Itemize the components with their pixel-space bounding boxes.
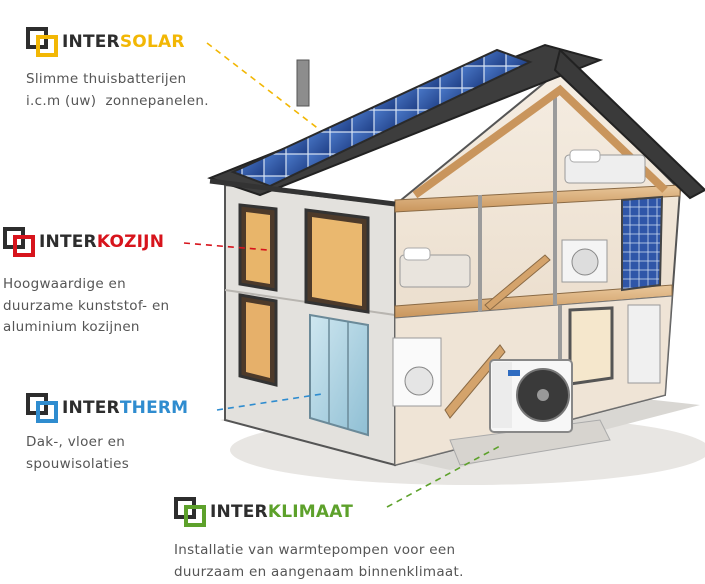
bed-icon xyxy=(399,254,471,288)
desc-line: Hoogwaardige en xyxy=(3,276,126,292)
interklimaat-logo-icon xyxy=(174,497,206,527)
insulated-glass-panel xyxy=(309,313,369,437)
intersolar-logo-icon xyxy=(26,27,58,57)
brand-word-inter: INTER xyxy=(210,502,268,522)
desc-line: Dak-, vloer en xyxy=(26,434,126,450)
connector-solar xyxy=(206,42,321,131)
wall-solar-panel xyxy=(621,195,664,292)
interkozijn-logo-icon xyxy=(3,227,35,257)
brand-word-klimaat: KLIMAAT xyxy=(267,502,354,522)
desc-line: spouwisolaties xyxy=(26,455,130,472)
brand-word-therm: THERM xyxy=(119,398,189,418)
chimney xyxy=(296,59,310,107)
connector-kozijn xyxy=(183,242,269,251)
intertherm-description: Dak-, vloer en spouwisolaties xyxy=(26,432,129,475)
connector-therm xyxy=(216,393,323,411)
desc-line: duurzaam en aangenaam binnenklimaat. xyxy=(174,563,464,580)
intertherm-logo-icon xyxy=(26,393,58,423)
brand-word-inter: INTER xyxy=(62,398,120,418)
roof-solar-panels xyxy=(230,48,533,188)
desc-line: duurzame kunststof- en xyxy=(3,297,170,314)
brand-word-solar: SOLAR xyxy=(119,32,185,52)
desc-line: Installatie van warmtepompen voor een xyxy=(174,542,456,558)
desc-line: Slimme thuisbatterijen xyxy=(26,71,187,87)
intersolar-description: Slimme thuisbatterijen i.c.m (uw) zonnep… xyxy=(26,69,209,112)
desc-line: i.c.m (uw) zonnepanelen. xyxy=(26,92,209,109)
interkozijn-description: Hoogwaardige en duurzame kunststof- en a… xyxy=(3,274,169,339)
brand-word-inter: INTER xyxy=(39,232,97,252)
interklimaat-description: Installatie van warmtepompen voor een du… xyxy=(174,540,464,583)
brand-word-kozijn: KOZIJN xyxy=(96,232,165,252)
brand-word-inter: INTER xyxy=(62,32,120,52)
desc-line: aluminium kozijnen xyxy=(3,319,140,335)
